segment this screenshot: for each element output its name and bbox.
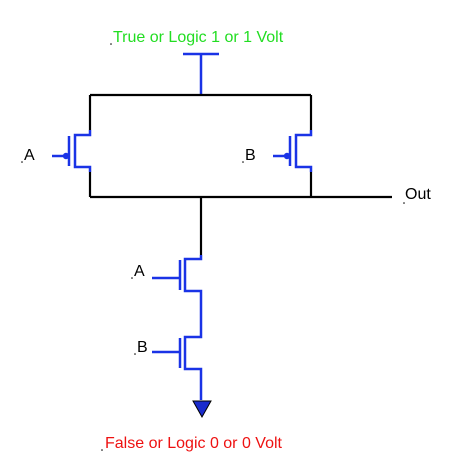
pmos-b-label-dot <box>242 161 244 163</box>
nmos-b-transistor <box>152 332 203 400</box>
ground-icon <box>192 400 212 419</box>
nmos-b-label: B <box>137 339 148 356</box>
nmos-a-label-dot <box>131 277 133 279</box>
output-label: Out <box>405 186 431 203</box>
pmos-a-label: A <box>24 147 35 164</box>
ground-label: False or Logic 0 or 0 Volt <box>105 435 283 452</box>
supply-label: True or Logic 1 or 1 Volt <box>113 29 284 46</box>
pmos-a-label-dot <box>21 161 23 163</box>
ground-label-dot <box>101 449 103 451</box>
circuit-wires <box>88 93 392 255</box>
pmos-a-transistor <box>52 130 92 172</box>
output-label-dot <box>403 202 405 204</box>
nmos-b-label-dot <box>134 353 136 355</box>
pmos-b-transistor <box>273 130 313 172</box>
supply-rail <box>183 52 219 95</box>
nmos-a-label: A <box>134 263 145 280</box>
supply-label-dot <box>110 43 112 45</box>
pmos-b-label: B <box>245 147 256 164</box>
nmos-a-transistor <box>152 255 203 332</box>
